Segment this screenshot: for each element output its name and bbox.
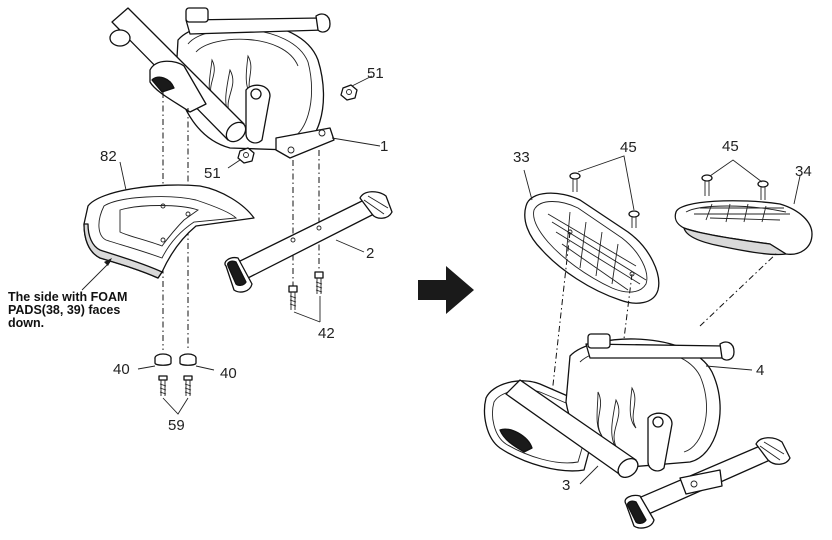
- right-leader-lines: [523, 169, 801, 485]
- left-frame-assembly: [109, 7, 335, 159]
- label-40-right: 40: [220, 365, 237, 382]
- part-labels: 51 1 82 51 2 42 40 40 59 33 45 45 34 4 3: [100, 65, 812, 494]
- label-45-left: 45: [620, 139, 637, 156]
- label-1: 1: [380, 138, 388, 155]
- washers-40: [137, 353, 215, 371]
- label-2: 2: [366, 245, 374, 262]
- bolts-42: [288, 271, 324, 323]
- right-arrow-icon: [418, 266, 474, 314]
- nut-51-top: [340, 75, 373, 101]
- note-line-3: down.: [8, 316, 45, 330]
- pedal-33: [524, 192, 660, 304]
- label-3: 3: [562, 477, 570, 494]
- label-45-right: 45: [722, 138, 739, 155]
- label-59: 59: [168, 417, 185, 434]
- label-4: 4: [756, 362, 764, 379]
- pedal-82: [83, 161, 255, 279]
- foam-pads-note: The side with FOAM PADS(38, 39) faces do…: [8, 291, 158, 330]
- screws-45-left: [569, 155, 640, 228]
- assembled-frame: [483, 333, 791, 529]
- label-33: 33: [513, 149, 530, 166]
- nut-51-lower: [227, 147, 255, 169]
- left-alignment-lines: [162, 92, 320, 350]
- note-line-2: PADS(38, 39) faces: [8, 303, 121, 317]
- screws-45-right: [701, 159, 769, 200]
- label-40-left: 40: [113, 361, 130, 378]
- label-34: 34: [795, 163, 812, 180]
- pedal-34: [674, 200, 813, 256]
- label-82: 82: [100, 148, 117, 165]
- screws-59: [158, 375, 193, 415]
- label-42: 42: [318, 325, 335, 342]
- note-line-1: The side with FOAM: [8, 290, 128, 304]
- left-leader-lines: [331, 137, 381, 147]
- label-51-top: 51: [367, 65, 384, 82]
- stabilizer-2: [224, 191, 393, 293]
- label-51-lower: 51: [204, 165, 221, 182]
- note-pointer: [81, 258, 112, 291]
